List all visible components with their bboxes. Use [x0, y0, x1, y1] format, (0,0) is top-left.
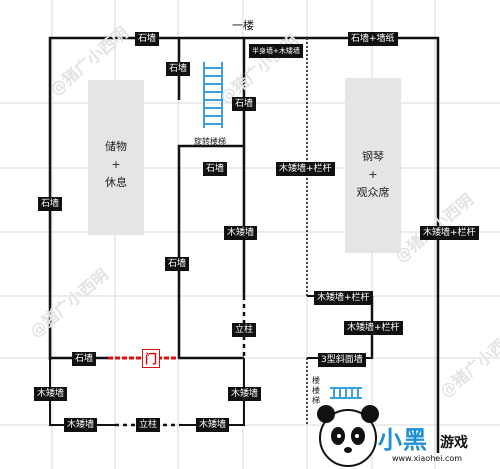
wall-label: 木矮墙+栏杆 [314, 291, 373, 305]
wall-label: 3型斜面墙 [318, 353, 366, 367]
piano-zone [345, 78, 401, 253]
storage-zone [88, 80, 144, 235]
wall-label: 石墙 [232, 97, 257, 111]
zone-line: 储物 [105, 140, 127, 153]
wall-label: 木矮墙+栏杆 [420, 226, 479, 240]
zone-line: + [111, 158, 121, 171]
panda-logo-icon [317, 405, 379, 467]
wall-label: 石墙 [203, 162, 228, 176]
storage-zone-label: 储物 + 休息 [88, 138, 144, 192]
wall-label: 石墙+墙纸 [348, 32, 398, 46]
wall-label: 木矮墙+栏杆 [344, 321, 403, 335]
wall-label: 石墙 [135, 32, 160, 46]
stairs-icon [330, 387, 362, 399]
spiral-stair-ladder-icon [203, 62, 223, 128]
wall-label: 立柱 [232, 323, 257, 337]
logo-sub: 游戏 [440, 435, 468, 451]
zone-line: + [368, 168, 378, 181]
wall-label: 木矮墙 [34, 387, 68, 401]
wall-label: 石墙 [72, 352, 97, 366]
wall-label: 石墙 [165, 257, 190, 271]
piano-zone-label: 钢琴 + 观众席 [345, 148, 401, 202]
wall-label: 木矮墙 [228, 387, 262, 401]
wall-label: 木矮墙 [64, 418, 98, 432]
stairs-label: 楼楼梯 [312, 376, 320, 405]
wall-label: 半身墙+木矮墙 [249, 44, 303, 58]
logo-url: www.xiaohei.com [392, 454, 463, 463]
zone-line: 休息 [105, 176, 127, 189]
door-label: 门 [142, 349, 161, 368]
wall-label: 石墙 [38, 197, 63, 211]
wall-label: 木矮墙 [196, 418, 230, 432]
wall-label: 石墙 [166, 62, 191, 76]
logo-main: 小黑 [378, 426, 428, 454]
spiral-stair-label: 旋转楼梯 [194, 137, 226, 146]
zone-line: 观众席 [356, 186, 390, 199]
wall-label: 木矮墙 [224, 226, 258, 240]
wall-label: 木矮墙+栏杆 [276, 162, 335, 176]
floor-title: 一楼 [232, 19, 254, 32]
zone-line: 钢琴 [362, 150, 384, 163]
wall-label: 立柱 [136, 418, 161, 432]
